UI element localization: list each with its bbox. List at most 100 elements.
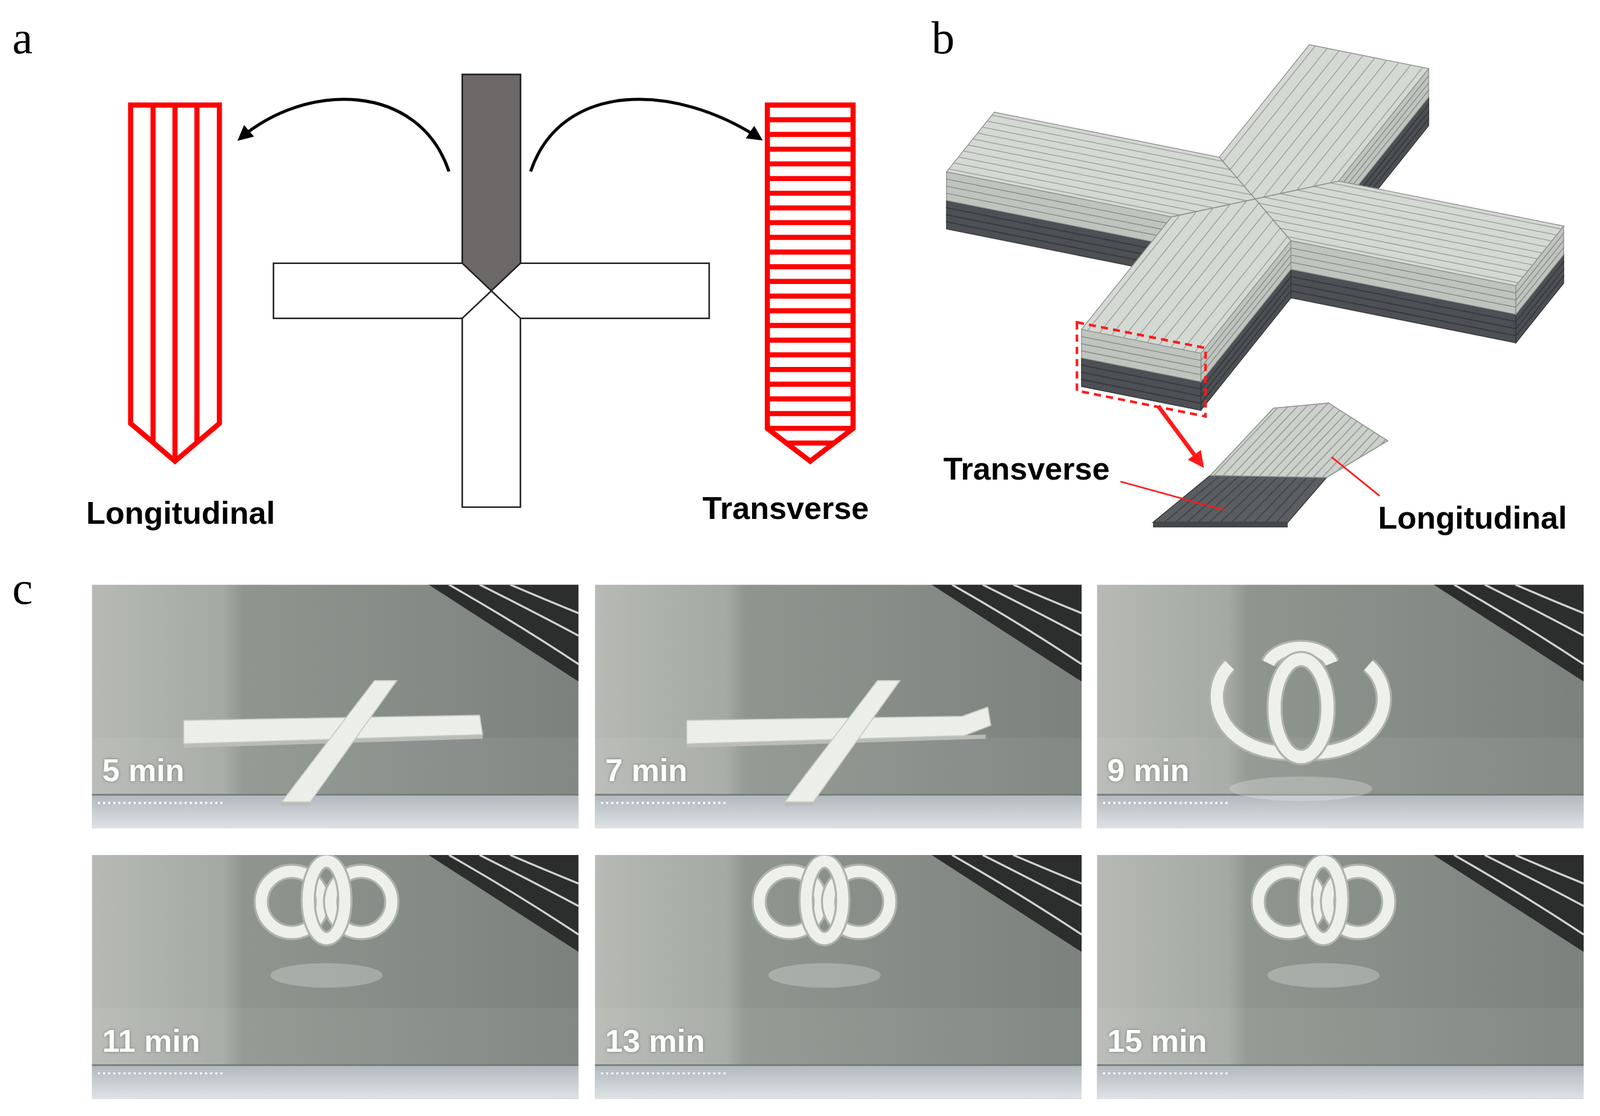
filament-lines [991, 115, 1223, 162]
filament-lines [1330, 182, 1562, 229]
filament-lines [1251, 55, 1364, 196]
longitudinal-pattern [172, 105, 178, 460]
specimen-photo [1229, 776, 1373, 801]
filament-lines [1355, 391, 1458, 501]
filament-lines [1229, 48, 1327, 171]
time-label: 7 min [604, 753, 688, 789]
filament-lines [1171, 219, 1273, 348]
filament-lines [1164, 475, 1318, 523]
layer-label: Transverse [943, 451, 1111, 487]
filament-lines [1263, 197, 1542, 254]
filament-lines [1209, 391, 1312, 501]
photo-background [594, 855, 1082, 1100]
filament-lines [1171, 199, 1255, 218]
photo-background [1096, 855, 1584, 1100]
photo-frame: 5 min [92, 584, 579, 829]
red-path-line [767, 293, 854, 299]
filament-lines [1186, 476, 1240, 523]
layered-cross-model [946, 44, 1564, 417]
filament-lines [1319, 391, 1422, 501]
photo-frame: 7 min [594, 584, 1082, 829]
filament-lines [1254, 199, 1291, 242]
photo-background [1096, 584, 1584, 829]
specimen-photo [1258, 861, 1390, 988]
filament-lines [972, 139, 1252, 196]
pattern-label: Transverse [702, 491, 870, 526]
photo-frame-image [1096, 584, 1584, 829]
filament-lines [1280, 193, 1548, 248]
layer-label: Longitudinal [1377, 500, 1567, 536]
filament-lines [1244, 53, 1352, 187]
filament-lines [1237, 50, 1339, 179]
specimen-photo [1274, 658, 1329, 758]
red-path-line [767, 425, 854, 431]
photo-background [92, 855, 579, 1100]
red-path-line [767, 205, 854, 211]
filament-lines [953, 162, 1197, 212]
specimen-photo [806, 861, 843, 939]
filament-lines [1163, 391, 1266, 501]
photo-frame: 15 min [1096, 855, 1584, 1100]
filament-lines [1265, 211, 1533, 265]
red-path-line [767, 190, 854, 196]
cross-specimen [273, 74, 710, 507]
red-path-line [767, 366, 854, 372]
filament-lines [1254, 477, 1298, 523]
specimen-photo [1267, 963, 1380, 988]
filament-lines [1182, 228, 1280, 351]
photo-background [594, 584, 1082, 829]
filament-lines [1282, 391, 1385, 501]
specimen-photo [1305, 861, 1343, 939]
red-path-line [767, 117, 854, 123]
photo-sequence [92, 584, 1584, 1099]
filament-lines [948, 46, 1562, 353]
filament-lines [1254, 391, 1357, 501]
longitudinal-pattern [130, 105, 220, 462]
specimen-photo [784, 680, 900, 803]
specimen-photo [784, 801, 814, 807]
zoom-arrow [1157, 406, 1202, 466]
red-path-line [767, 264, 854, 269]
photo-frame: 9 min [1096, 584, 1584, 829]
filament-lines [1111, 207, 1214, 335]
red-path-line [767, 411, 854, 417]
red-path-line [767, 308, 854, 314]
specimen-photo [806, 861, 843, 939]
photo-frame-image [92, 584, 579, 829]
transverse-pattern [767, 105, 854, 462]
specimen-photo [768, 963, 881, 988]
filament-lines [1164, 475, 1221, 523]
filament-lines [1099, 211, 1197, 334]
layer-detail-inset [1153, 522, 1288, 528]
filament-lines [1383, 391, 1486, 501]
filament-lines [1296, 62, 1399, 190]
longitudinal-pattern [130, 105, 220, 462]
filament-lines [1264, 391, 1367, 501]
specimen-photo [1305, 861, 1343, 939]
filament-lines [1209, 476, 1260, 523]
curved-arrow [239, 99, 449, 172]
red-path-line [767, 337, 854, 343]
red-path-line [767, 352, 854, 358]
cross-specimen [462, 290, 521, 318]
photo-frame-image [594, 855, 1082, 1100]
red-path-line [767, 278, 854, 284]
red-path-line [786, 440, 834, 446]
red-path-line [767, 161, 854, 166]
photo-frame: 13 min [594, 855, 1082, 1100]
specimen-photo [1216, 647, 1384, 802]
red-path-line [767, 234, 854, 240]
pattern-label: Longitudinal [85, 495, 275, 531]
red-path-line [767, 176, 854, 182]
photo-background [92, 584, 579, 829]
time-label: 13 min [604, 1024, 705, 1059]
filament-lines [963, 150, 1231, 205]
zoom-frame [1076, 322, 1206, 417]
filament-lines [1280, 228, 1524, 277]
layer-top [946, 44, 1564, 354]
cross-specimen [273, 74, 710, 507]
filament-lines [1313, 186, 1557, 235]
filament-lines [1374, 391, 1477, 501]
longitudinal-pattern [150, 105, 156, 443]
red-path-line [767, 396, 854, 402]
